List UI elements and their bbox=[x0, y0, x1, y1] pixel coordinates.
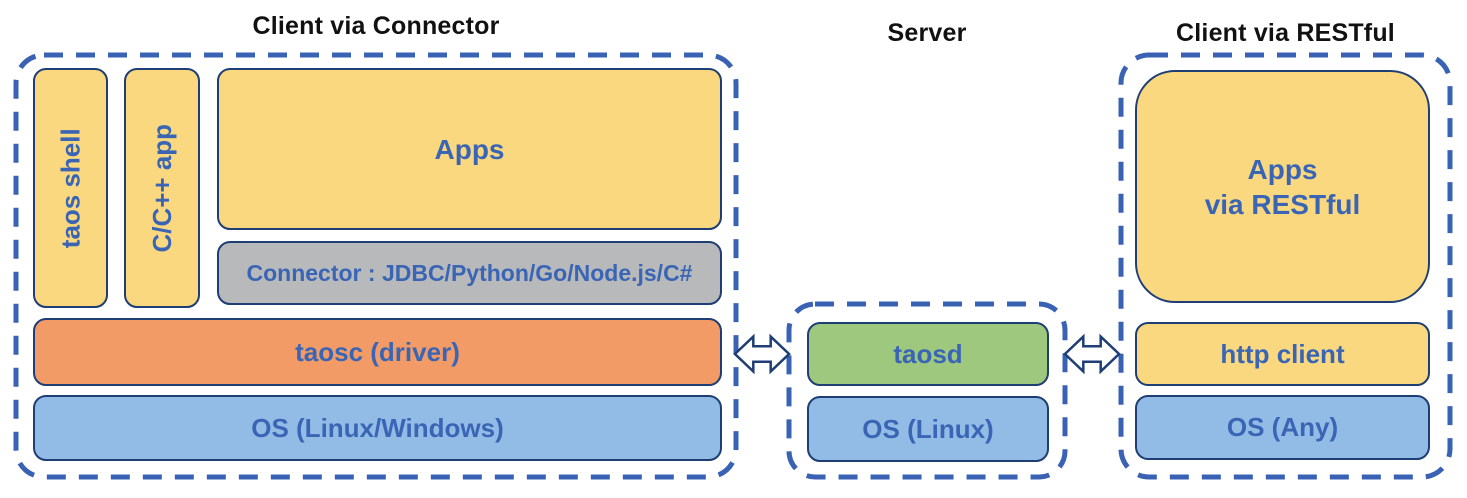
os-linux-windows-box: OS (Linux/Windows) bbox=[33, 395, 722, 461]
cpp-app-label: C/C++ app bbox=[146, 123, 177, 253]
taosc-driver-box: taosc (driver) bbox=[33, 318, 722, 386]
connector-box: Connector : JDBC/Python/Go/Node.js/C# bbox=[217, 241, 722, 305]
http-client-label: http client bbox=[1220, 338, 1345, 369]
taosc-driver-label: taosc (driver) bbox=[295, 336, 460, 367]
os-any-label: OS (Any) bbox=[1226, 412, 1339, 443]
os-linux-label: OS (Linux) bbox=[862, 413, 994, 444]
apps-via-restful-box: Apps via RESTful bbox=[1135, 70, 1430, 303]
bidirectional-arrow-icon bbox=[733, 333, 791, 375]
server-title: Server bbox=[887, 19, 967, 47]
server-dashed-border bbox=[786, 301, 1068, 480]
connector-label: Connector : JDBC/Python/Go/Node.js/C# bbox=[246, 259, 693, 286]
os-any-box: OS (Any) bbox=[1135, 395, 1430, 460]
apps-via-restful-label-line2: via RESTful bbox=[1204, 188, 1361, 220]
apps-label: Apps bbox=[434, 133, 505, 165]
client-restful-title: Client via RESTful bbox=[1176, 19, 1395, 47]
os-linux-box: OS (Linux) bbox=[807, 396, 1049, 462]
taosd-box: taosd bbox=[807, 322, 1049, 386]
client-connector-title: Client via Connector bbox=[252, 12, 500, 40]
taos-shell-box: taos shell bbox=[33, 68, 108, 308]
apps-box: Apps bbox=[217, 68, 722, 230]
taos-shell-label: taos shell bbox=[55, 128, 86, 248]
cpp-app-box: C/C++ app bbox=[124, 68, 200, 308]
apps-via-restful-label-line1: Apps bbox=[1247, 153, 1318, 185]
client-connector-dashed-border bbox=[13, 52, 739, 480]
taosd-label: taosd bbox=[893, 338, 963, 369]
bidirectional-arrow-icon bbox=[1063, 333, 1121, 375]
client-restful-dashed-border bbox=[1118, 52, 1453, 480]
http-client-box: http client bbox=[1135, 322, 1430, 386]
os-linux-windows-label: OS (Linux/Windows) bbox=[251, 412, 504, 443]
